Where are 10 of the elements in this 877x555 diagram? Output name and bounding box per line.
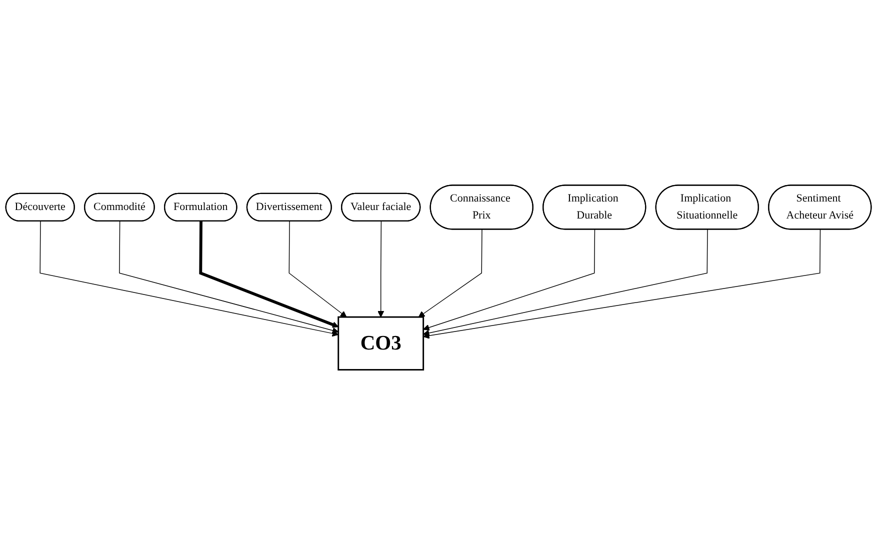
arrow bbox=[199, 221, 339, 328]
arrow bbox=[378, 220, 384, 318]
arrow bbox=[423, 229, 821, 339]
arrow bbox=[423, 229, 596, 331]
node-box: CO3 bbox=[338, 316, 424, 370]
arrow bbox=[119, 220, 339, 334]
arrow bbox=[423, 229, 708, 336]
arrow bbox=[40, 220, 339, 337]
arrow bbox=[418, 229, 482, 318]
arrow bbox=[288, 220, 347, 318]
